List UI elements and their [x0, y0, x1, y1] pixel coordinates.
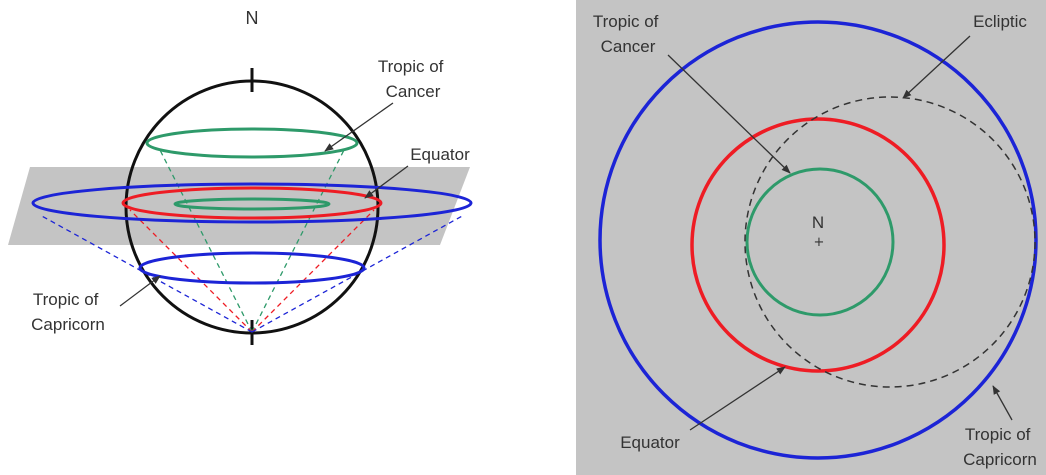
- north-pole-marker: +: [814, 235, 825, 250]
- tropic-of-cancer-ring: [145, 127, 359, 159]
- projection-plane-panel: [576, 0, 1046, 475]
- ecliptic-label: Ecliptic: [973, 12, 1027, 31]
- equator-label-right: Equator: [620, 433, 680, 452]
- projection-lines-cancer: [159, 149, 345, 333]
- tropic-of-capricorn-pointer-right: [992, 385, 1013, 421]
- tropic-of-capricorn-circle: [598, 20, 1038, 460]
- north-label-right: N: [812, 213, 824, 232]
- tropic-of-cancer-pointer-left: [324, 102, 394, 152]
- left-diagram: N Tropic of Cancer Equator Tropic of Cap…: [8, 8, 473, 345]
- equator-pointer-left: [364, 165, 409, 199]
- projected-tropic-of-cancer: [173, 197, 331, 211]
- ecliptic-circle: [744, 96, 1036, 388]
- equator-ring: [121, 186, 383, 220]
- projection-lines-equator: [129, 209, 375, 333]
- tropic-of-cancer-circle: [745, 167, 895, 317]
- equatorial-plane: [8, 167, 470, 245]
- tropic-of-capricorn-ring: [138, 251, 366, 285]
- equator-pointer-right: [689, 366, 786, 431]
- equator-circle: [690, 117, 946, 373]
- ecliptic-pointer: [902, 35, 971, 99]
- tropic-of-cancer-label-left: Tropic of Cancer: [378, 57, 448, 101]
- tropic-of-capricorn-label-right: Tropic of Capricorn: [963, 425, 1037, 469]
- north-label-left: N: [246, 8, 259, 28]
- tropic-of-cancer-pointer-right: [667, 54, 791, 174]
- tropic-of-capricorn-pointer-left: [119, 275, 161, 307]
- tropic-of-cancer-label-right: Tropic of Cancer: [593, 12, 663, 56]
- right-diagram: N + Tropic of Cancer Ecliptic Equator Tr…: [576, 0, 1046, 475]
- equator-label-left: Equator: [410, 145, 470, 164]
- tropic-of-capricorn-label-left: Tropic of Capricorn: [31, 290, 105, 334]
- projected-tropic-of-capricorn: [31, 182, 473, 224]
